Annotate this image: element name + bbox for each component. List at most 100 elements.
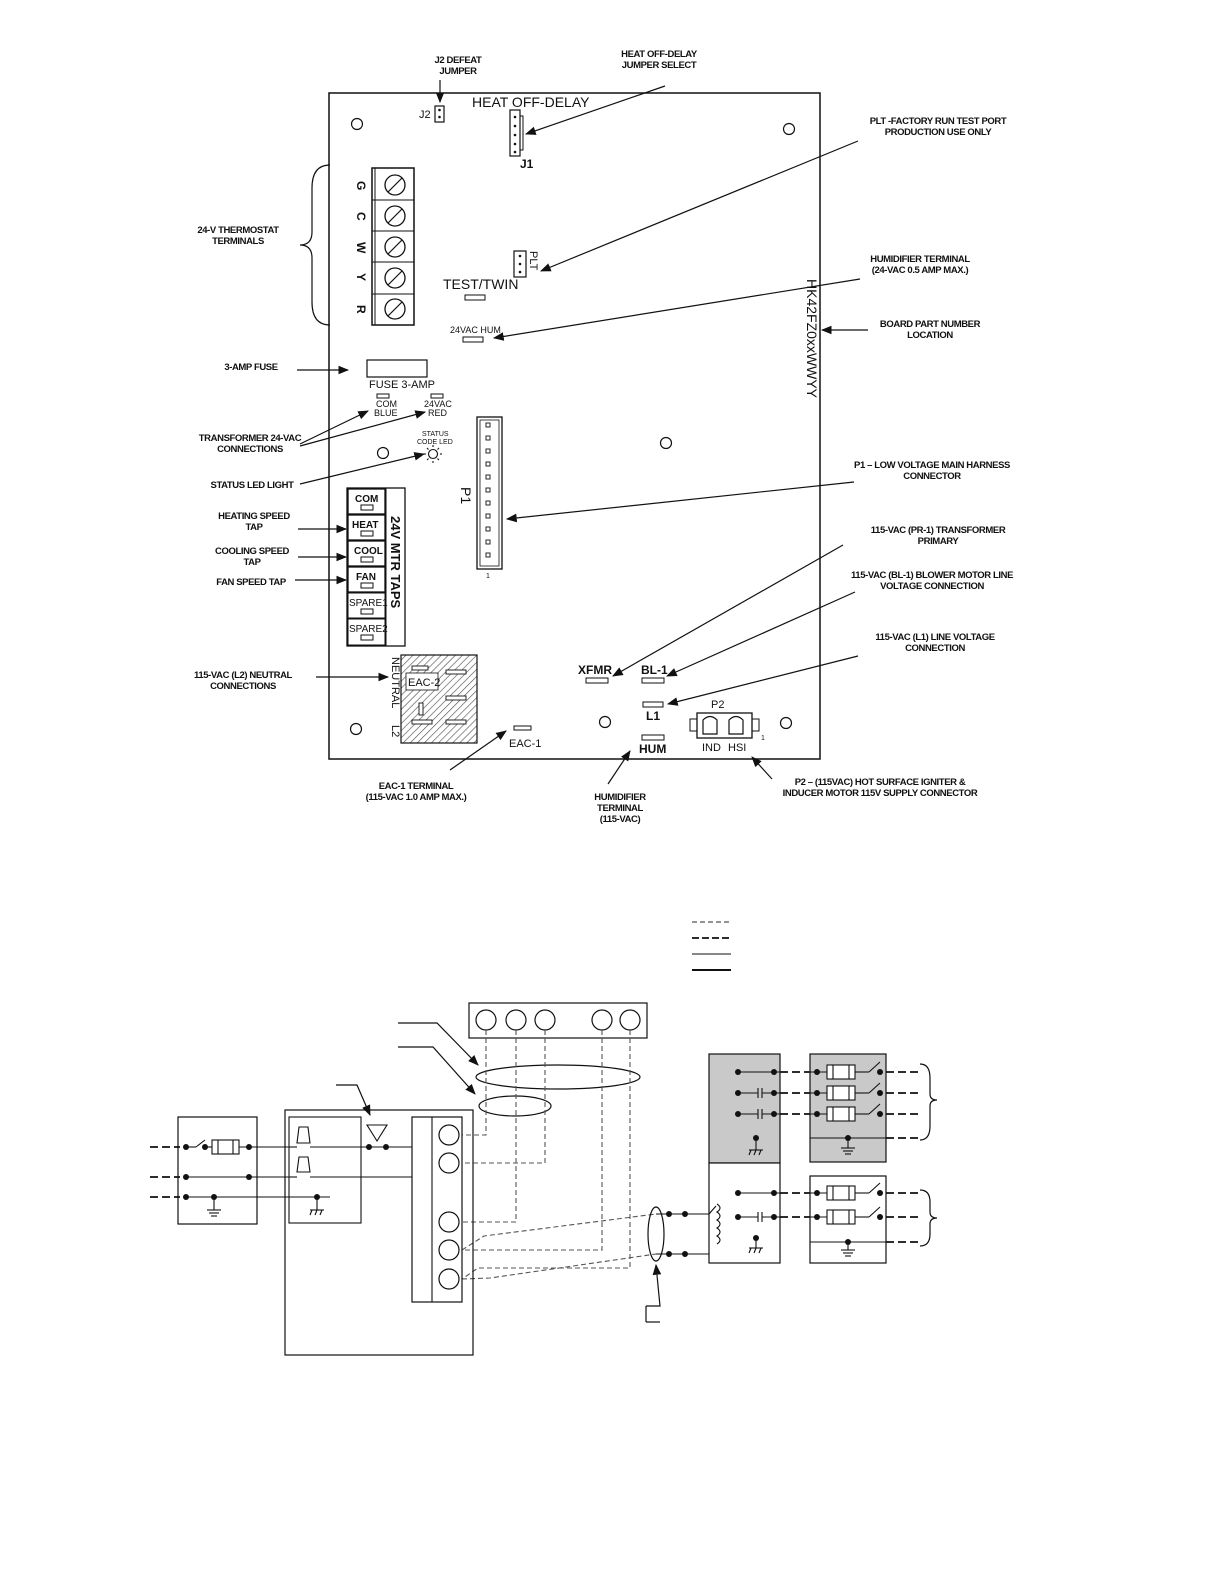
mtr-taps-title: 24V MTR TAPS (388, 516, 403, 609)
vac24-label: 24VAC (424, 399, 452, 409)
terminal-label-c: C (354, 212, 368, 221)
callout-heating-tap-2: TAP (245, 522, 263, 533)
outdoor-unit-box (708, 1053, 781, 1164)
callout-humidifier-115: HUMIDIFIER (594, 792, 646, 803)
p2-label: P2 (711, 699, 724, 711)
tap-heat: HEAT (352, 520, 378, 531)
mounting-hole (782, 122, 796, 136)
p2-connector (689, 712, 760, 739)
callout-pr1-2: PRIMARY (918, 536, 960, 547)
svg-text:115-VAC (BL-1) BLOWER MOTOR LI: 115-VAC (BL-1) BLOWER MOTOR LINEVOLTAGE … (851, 570, 1013, 592)
callout-heat-off-delay-2: JUMPER SELECT (622, 60, 697, 71)
callout-j2-defeat-2: JUMPER (439, 66, 477, 77)
board-outline (328, 92, 821, 760)
neutral-block: EAC-2 (400, 654, 478, 744)
wire-bundle-oval (475, 1064, 641, 1090)
p2-pin-one: 1 (761, 735, 765, 742)
callout-transformer-2: CONNECTIONS (217, 444, 283, 455)
tap-fan: FAN (356, 572, 376, 583)
tap-com: COM (355, 494, 378, 505)
callout-p2-2: INDUCER MOTOR 115V SUPPLY CONNECTOR (783, 788, 978, 799)
terminal-label-g: G (354, 181, 368, 190)
mounting-hole (349, 722, 363, 736)
mounting-hole (659, 436, 673, 450)
callout-thermostat-2: TERMINALS (212, 236, 264, 247)
terminal-label-y: Y (354, 273, 368, 281)
xfmr-label: XFMR (578, 663, 612, 677)
mounting-hole (598, 715, 612, 729)
callout-humidifier-24-2: (24-VAC 0.5 AMP MAX.) (872, 265, 969, 276)
callout-thermostat: 24-V THERMOSTAT (197, 225, 279, 236)
callout-pr1: 115-VAC (PR-1) TRANSFORMER (871, 525, 1006, 536)
status-led-icon (424, 445, 442, 463)
wire-bundle-oval (478, 1095, 552, 1117)
callout-board-part: BOARD PART NUMBER (880, 319, 981, 330)
hum-label: HUM (639, 742, 666, 756)
callout-humidifier-115-2: TERMINAL (597, 803, 643, 814)
callout-bl1-2: VOLTAGE CONNECTION (880, 581, 984, 592)
tap-spare1: SPARE1 (349, 598, 388, 609)
com-label: COM (376, 399, 397, 409)
callout-board-part-2: LOCATION (907, 330, 953, 341)
xfmr-pad (585, 677, 609, 684)
bl1-label: BL-1 (641, 663, 668, 677)
callout-p2: P2 – (115VAC) HOT SURFACE IGNITER & (795, 777, 966, 788)
test-twin-pad (464, 294, 486, 301)
test-twin-label: TEST/TWIN (443, 276, 518, 292)
callout-l1-2: CONNECTION (905, 643, 965, 654)
callout-plt: PLT -FACTORY RUN TEST PORT (870, 116, 1007, 127)
callout-heating-tap: HEATING SPEED (218, 511, 290, 522)
thermostat-terminal-strip: G C W Y R (354, 167, 415, 326)
board-part-number: HK42FZ0xxWWYY (804, 279, 820, 399)
callout-cooling-tap: COOLING SPEED (215, 546, 290, 557)
terminal-column (411, 1116, 463, 1303)
hum24-pad (462, 336, 484, 343)
svg-text:HUMIDIFIER TERMINAL(24-VAC 0.5: HUMIDIFIER TERMINAL(24-VAC 0.5 AMP MAX.) (870, 254, 970, 276)
terminal-screw (384, 236, 406, 258)
callout-l1: 115-VAC (L1) LINE VOLTAGE (875, 632, 994, 643)
callout-transformer: TRANSFORMER 24-VAC (199, 433, 302, 444)
ind-label: IND (702, 742, 721, 754)
svg-text:EAC-1 TERMINAL(115-VAC 1.0 AMP: EAC-1 TERMINAL(115-VAC 1.0 AMP MAX.) (366, 781, 467, 803)
fuse-label: FUSE 3-AMP (369, 379, 435, 391)
junction-box (284, 1109, 474, 1356)
p1-label: P1 (458, 487, 474, 504)
callout-eac1: EAC-1 TERMINAL (379, 781, 454, 792)
code-led-label: CODE LED (417, 439, 453, 446)
terminal-label-w: W (354, 242, 368, 254)
bl1-pad (641, 677, 665, 684)
callout-humidifier-115-3: (115-VAC) (600, 814, 641, 825)
hsi-label: HSI (728, 742, 746, 754)
callout-j2-defeat: J2 DEFEAT (435, 55, 482, 66)
plt-port (513, 250, 527, 278)
j2-label: J2 (419, 109, 431, 121)
callout-fan-tap: FAN SPEED TAP (216, 577, 287, 588)
plt-label: PLT (527, 251, 539, 271)
terminal-screw (384, 174, 406, 196)
hum-pad (641, 734, 665, 741)
upper-brace (919, 1063, 938, 1141)
eac1-label: EAC-1 (509, 738, 541, 750)
com-blue-pad (376, 393, 390, 399)
status-label: STATUS (422, 431, 449, 438)
terminal-screw (384, 298, 406, 320)
lower-brace (919, 1189, 938, 1247)
tap-spare2: SPARE2 (349, 624, 388, 635)
thermostat-brace (299, 164, 331, 326)
wiring-schematic (150, 1002, 938, 1356)
mounting-hole (350, 117, 364, 131)
l2-label: L2 (389, 725, 401, 737)
control-board: HEAT OFF-DELAY J2 J1 G C W Y R (328, 92, 821, 760)
